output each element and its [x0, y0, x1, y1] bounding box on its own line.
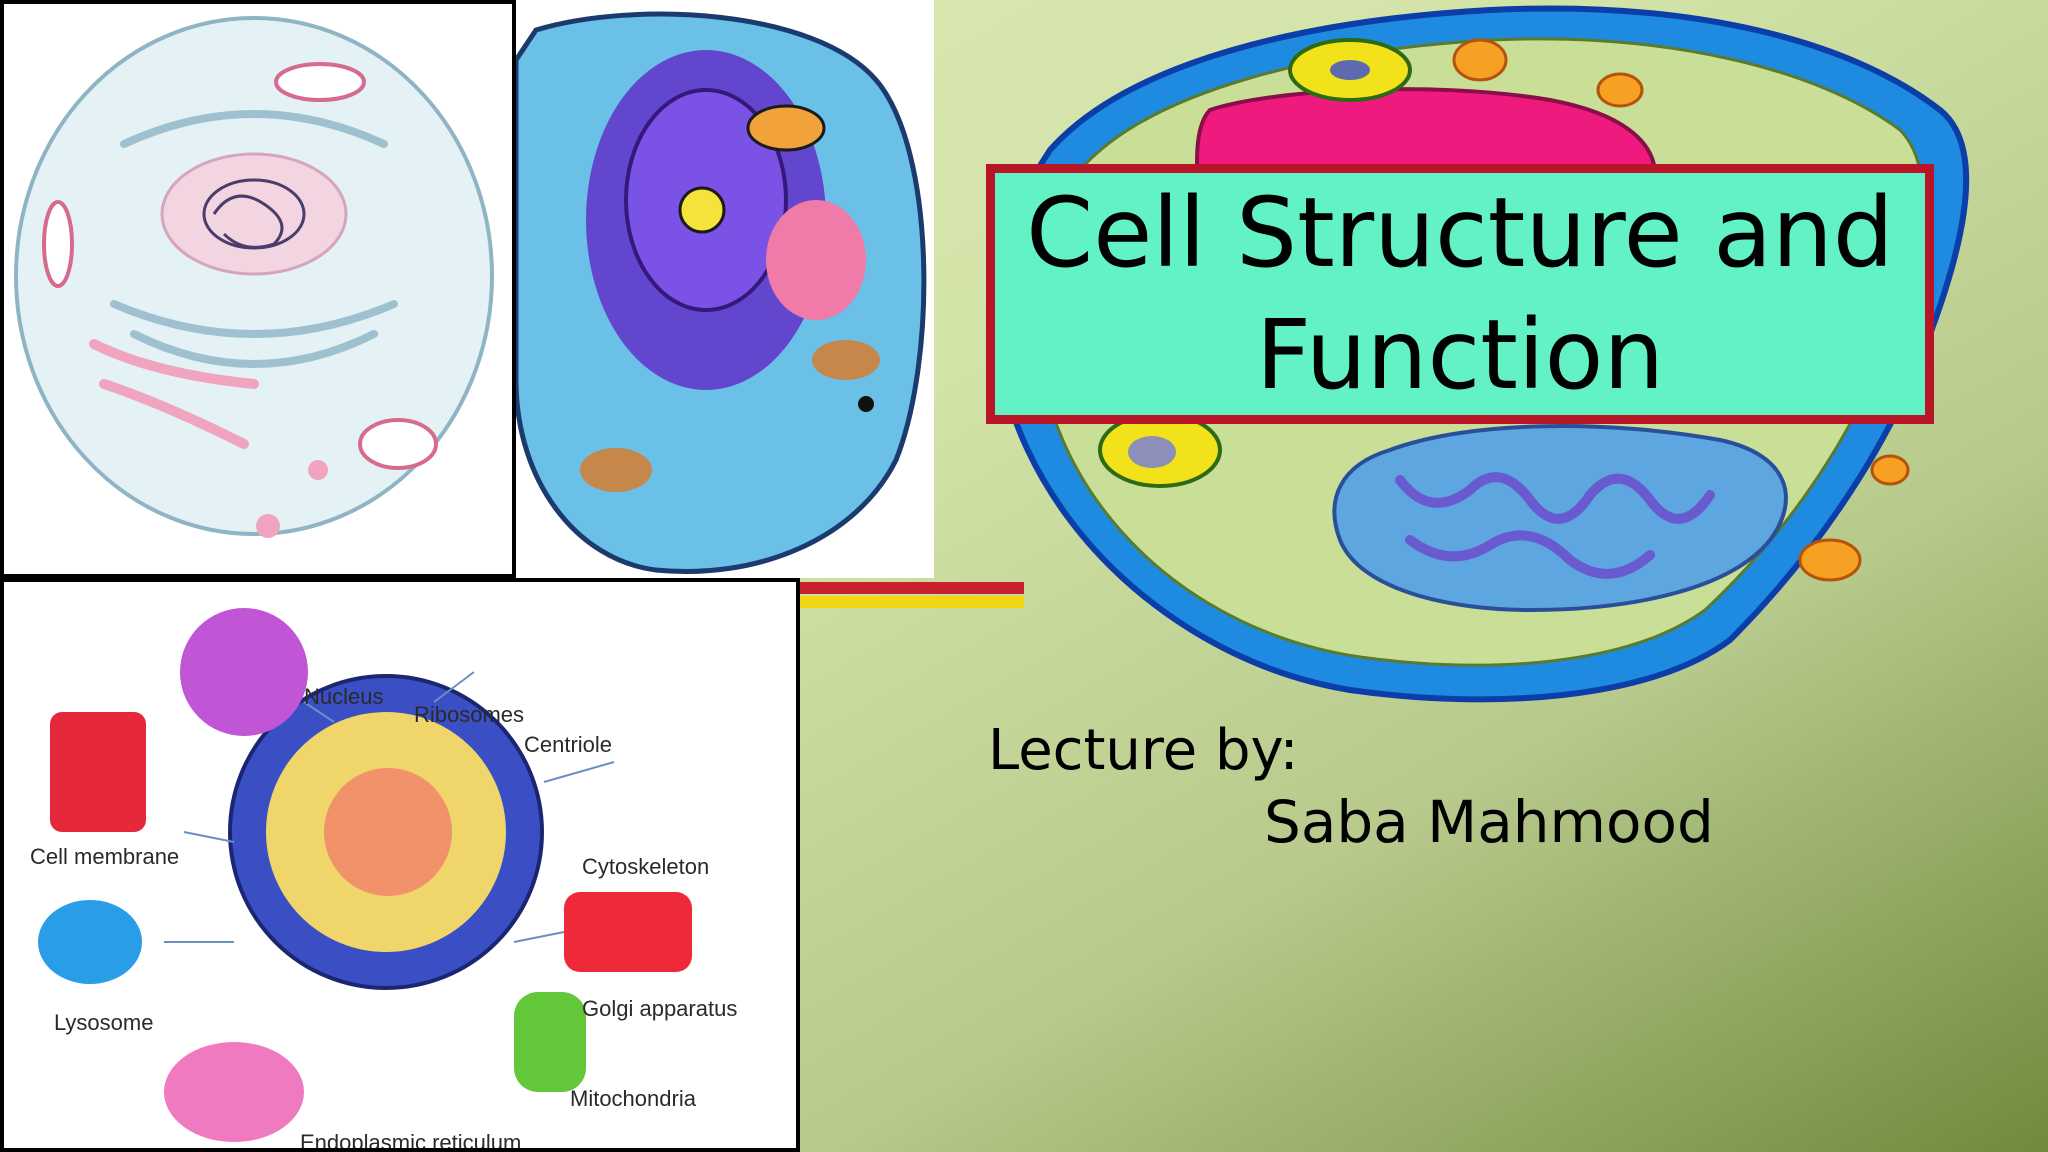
label-centriole: Centriole	[524, 732, 612, 757]
label-lysosome: Lysosome	[54, 1010, 153, 1035]
label-mitochondria: Mitochondria	[570, 1086, 697, 1111]
pastel-cell-svg	[14, 16, 494, 538]
animal-cell-diagram-pastel	[0, 0, 516, 578]
label-er: Endoplasmic reticulum	[300, 1130, 521, 1148]
lines	[164, 671, 615, 943]
slide-title: Cell Structure and Function	[1026, 177, 1894, 411]
label-golgi: Golgi apparatus	[582, 996, 737, 1021]
title-box: Cell Structure and Function	[986, 164, 1934, 424]
accent-stripe-yellow	[800, 596, 1024, 608]
label-cell-membrane: Cell membrane	[30, 844, 179, 869]
labeled-cell-diagram: Nucleus Ribosomes Centriole Cell membran…	[0, 578, 800, 1152]
cartoon-cell-svg	[516, 11, 927, 574]
accent-stripe-red	[800, 582, 1024, 594]
lecture-label: Lecture by:	[988, 718, 1299, 783]
animal-cell-diagram-cartoon	[516, 0, 934, 578]
labeled-cell-svg: Nucleus Ribosomes Centriole Cell membran…	[30, 608, 737, 1148]
label-ribosomes: Ribosomes	[414, 702, 524, 727]
label-nucleus: Nucleus	[304, 684, 383, 709]
label-cytoskeleton: Cytoskeleton	[582, 854, 709, 879]
lecturer-name: Saba Mahmood	[1264, 788, 1714, 856]
